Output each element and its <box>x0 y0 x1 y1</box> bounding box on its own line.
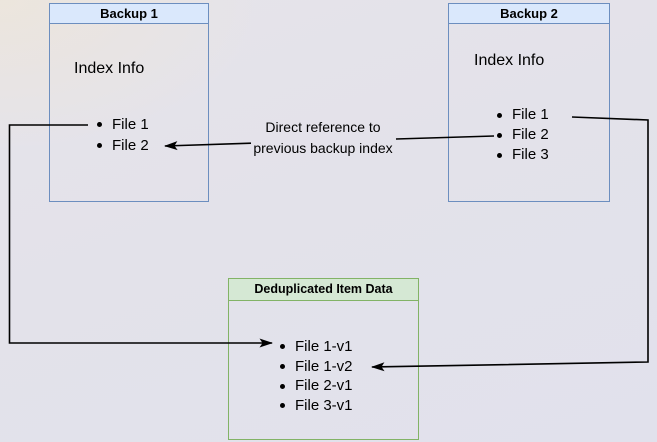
dedup-store-title: Deduplicated Item Data <box>229 279 418 301</box>
backup1-file-list: File 1 File 2 <box>97 114 149 156</box>
backup2-title: Backup 2 <box>449 4 609 24</box>
backup2-index-info-label: Index Info <box>474 52 545 69</box>
backup2-file-list: File 1 File 2 File 3 <box>497 105 549 165</box>
list-item: File 1 <box>497 105 549 125</box>
list-item: File 2 <box>97 135 149 156</box>
list-item: File 2 <box>497 125 549 145</box>
backup1-index-info-label: Index Info <box>74 60 145 77</box>
list-item: File 3-v1 <box>280 396 353 416</box>
list-item: File 1 <box>97 114 149 135</box>
dedup-item-list: File 1-v1 File 1-v2 File 2-v1 File 3-v1 <box>280 337 353 416</box>
list-item: File 1-v2 <box>280 357 353 377</box>
list-item: File 2-v1 <box>280 376 353 396</box>
backup1-title: Backup 1 <box>50 4 208 24</box>
list-item: File 1-v1 <box>280 337 353 357</box>
direct-reference-label: Direct reference to previous backup inde… <box>253 119 393 156</box>
backup2-box: Backup 2 Index Info File 1 File 2 File 3 <box>448 3 610 202</box>
list-item: File 3 <box>497 145 549 165</box>
dedup-store-box: Deduplicated Item Data File 1-v1 File 1-… <box>228 278 419 440</box>
backup1-box: Backup 1 Index Info File 1 File 2 <box>49 3 209 202</box>
